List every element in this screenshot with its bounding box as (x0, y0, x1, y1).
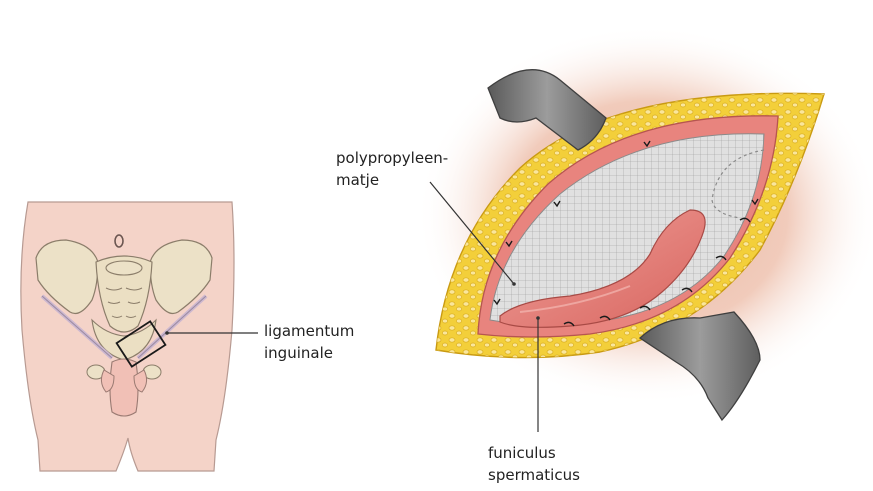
mesh-label-line2: matje (336, 171, 379, 190)
ligament-label-line2: inguinale (264, 344, 333, 363)
cord-label-line2: spermaticus (488, 466, 580, 485)
pelvis-figure (21, 202, 258, 471)
surgical-field (416, 25, 873, 432)
ligament-label-line1: ligamentum (264, 322, 354, 341)
genitalia (110, 359, 138, 416)
mesh-label-line1: polypropyleen- (336, 149, 448, 168)
vertebra (106, 261, 142, 275)
cord-label-line1: funiculus (488, 444, 556, 463)
